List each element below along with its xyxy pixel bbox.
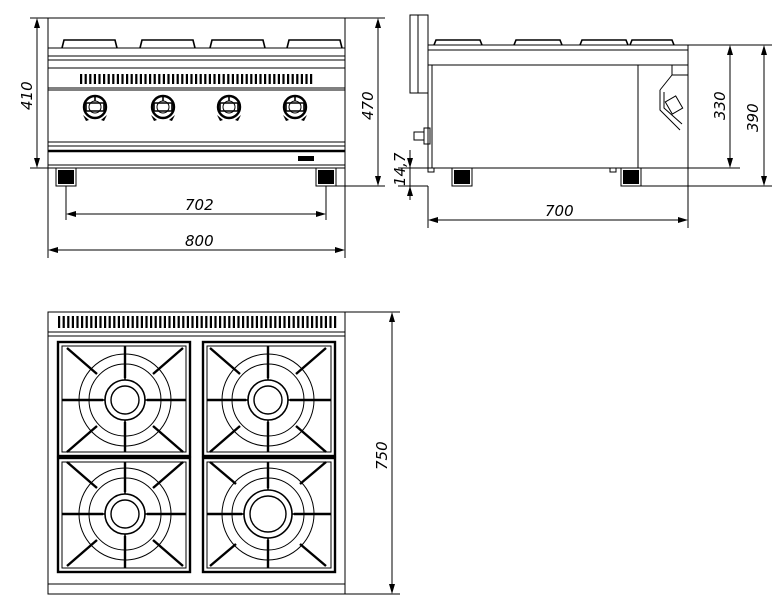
burner-grid <box>56 340 337 574</box>
dimension-470: 470 <box>336 17 385 187</box>
dim-label-410: 410 <box>18 81 36 110</box>
dim-label-702: 702 <box>185 196 214 214</box>
nameplate-badge <box>298 156 314 161</box>
dimension-702: 702 <box>65 186 327 220</box>
dimension-800: 800 <box>47 168 346 258</box>
side-view: 14,7 700 330 390 <box>391 14 772 228</box>
burner <box>201 456 337 574</box>
control-knob <box>150 94 176 121</box>
dim-label-750: 750 <box>373 441 391 470</box>
control-knob <box>216 94 242 121</box>
dim-label-390: 390 <box>744 103 762 132</box>
control-knob <box>82 94 108 121</box>
side-legs <box>427 167 642 187</box>
control-knob <box>282 94 308 121</box>
dim-label-14-7: 14,7 <box>391 152 409 186</box>
side-grates <box>433 39 675 46</box>
dimension-330: 330 <box>688 44 740 169</box>
top-view: 750 <box>47 311 400 595</box>
front-vent-slots <box>80 74 313 84</box>
burner <box>56 456 192 574</box>
front-grates <box>61 39 343 49</box>
front-legs <box>55 167 337 187</box>
dimension-410: 410 <box>18 17 48 169</box>
front-view: 410 470 702 800 <box>18 17 385 258</box>
burner <box>201 340 337 458</box>
top-vent-slots <box>58 316 337 328</box>
dimension-390: 390 <box>641 44 772 187</box>
dim-label-700: 700 <box>545 202 574 220</box>
dimension-750: 750 <box>345 311 400 595</box>
dim-label-800: 800 <box>185 232 214 250</box>
dimension-14-7: 14,7 <box>391 150 428 200</box>
dim-label-470: 470 <box>359 91 377 120</box>
burner <box>56 340 192 458</box>
dimension-700: 700 <box>427 168 689 228</box>
dim-label-330: 330 <box>711 91 729 120</box>
